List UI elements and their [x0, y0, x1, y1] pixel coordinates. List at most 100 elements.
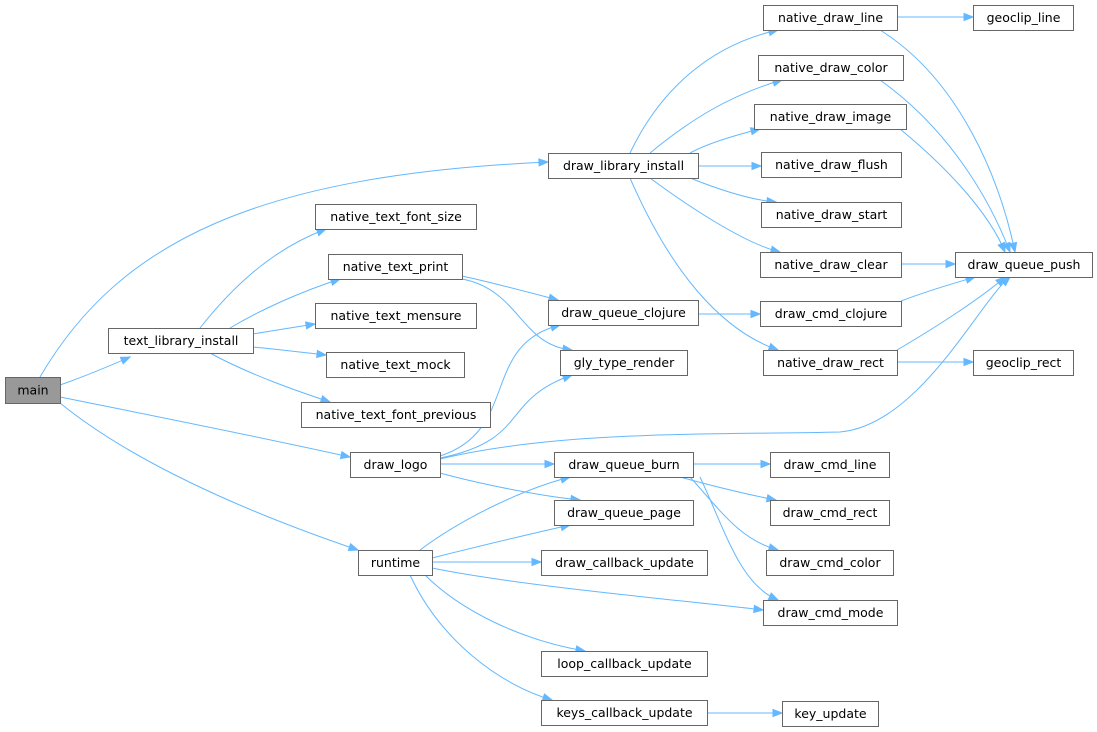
node-native_text_mensure[interactable]: native_text_mensure	[315, 303, 477, 329]
arrowhead-icon	[319, 394, 332, 404]
node-native_draw_image[interactable]: native_draw_image	[754, 104, 907, 130]
node-draw_logo[interactable]: draw_logo	[350, 452, 441, 478]
node-draw_queue_push[interactable]: draw_queue_push	[955, 252, 1093, 278]
node-label: runtime	[371, 555, 421, 570]
edge-line	[409, 574, 553, 701]
node-box	[108, 328, 254, 354]
node-main[interactable]: main	[5, 377, 61, 404]
node-draw_cmd_color[interactable]: draw_cmd_color	[766, 550, 894, 576]
node-loop_callback_update[interactable]: loop_callback_update	[541, 651, 708, 677]
node-native_draw_clear[interactable]: native_draw_clear	[760, 252, 902, 278]
edge-draw_queue_burn-to-draw_cmd_rect	[679, 476, 778, 503]
arrowhead-icon	[119, 356, 132, 365]
node-label: keys_callback_update	[556, 705, 692, 720]
node-label: main	[17, 383, 48, 398]
arrowhead-icon	[767, 592, 780, 601]
node-label: native_text_mock	[340, 357, 451, 372]
edge-keys_callback_update-to-key_update	[707, 708, 784, 718]
edge-line	[689, 177, 777, 203]
edge-text_library_install-to-native_text_mock	[252, 346, 328, 359]
node-label: draw_queue_burn	[568, 457, 679, 472]
node-native_draw_rect[interactable]: native_draw_rect	[763, 350, 898, 376]
arrowhead-icon	[963, 12, 975, 22]
edge-line	[899, 128, 1006, 253]
node-box	[973, 350, 1074, 376]
node-label: loop_callback_update	[557, 656, 692, 671]
node-native_text_font_size[interactable]: native_text_font_size	[315, 204, 477, 230]
node-label: native_draw_clear	[774, 257, 888, 272]
node-label: draw_library_install	[563, 158, 684, 173]
edge-draw_queue_burn-to-draw_cmd_mode	[699, 476, 780, 601]
node-label: draw_cmd_clojure	[775, 306, 888, 321]
node-label: draw_callback_update	[555, 555, 694, 570]
edge-text_library_install-to-native_text_font_previous	[209, 352, 332, 404]
edge-line	[199, 228, 327, 329]
node-draw_cmd_line[interactable]: draw_cmd_line	[770, 452, 890, 478]
edge-line	[59, 396, 351, 458]
node-native_text_print[interactable]: native_text_print	[328, 254, 463, 280]
node-native_draw_color[interactable]: native_draw_color	[758, 55, 904, 81]
node-label: key_update	[794, 706, 866, 721]
node-text_library_install[interactable]: text_library_install	[108, 328, 254, 354]
arrowhead-icon	[760, 459, 772, 469]
arrowhead-icon	[347, 542, 360, 551]
node-native_draw_start[interactable]: native_draw_start	[761, 202, 902, 228]
node-draw_cmd_mode[interactable]: draw_cmd_mode	[763, 600, 898, 626]
node-native_text_mock[interactable]: native_text_mock	[326, 352, 465, 378]
node-geoclip_line[interactable]: geoclip_line	[973, 5, 1074, 31]
edge-line	[419, 476, 571, 551]
edge-runtime-to-draw_cmd_mode	[431, 567, 765, 614]
node-draw_queue_page[interactable]: draw_queue_page	[554, 500, 694, 526]
edge-draw_queue_burn-to-draw_cmd_line	[692, 459, 772, 469]
edge-runtime-to-keys_callback_update	[409, 574, 554, 702]
node-native_draw_flush[interactable]: native_draw_flush	[761, 152, 902, 178]
edge-line	[879, 29, 1016, 253]
edge-line	[900, 276, 976, 302]
node-keys_callback_update[interactable]: keys_callback_update	[541, 700, 708, 726]
arrowhead-icon	[997, 241, 1006, 254]
arrowhead-icon	[772, 708, 784, 718]
edge-runtime-to-draw_queue_burn	[419, 475, 572, 551]
edge-native_text_print-to-draw_queue_clojure	[461, 275, 560, 302]
node-label: native_draw_line	[778, 10, 883, 25]
arrowhead-icon	[316, 349, 328, 359]
edge-text_library_install-to-native_text_font_size	[199, 228, 328, 329]
node-label: draw_cmd_line	[784, 457, 877, 472]
call-edges	[39, 12, 1018, 718]
node-label: draw_queue_push	[968, 257, 1081, 272]
edge-main-to-draw_logo	[59, 396, 352, 460]
edge-runtime-to-loop_callback_update	[424, 574, 587, 654]
edge-text_library_install-to-native_text_mensure	[252, 321, 317, 335]
node-draw_cmd_rect[interactable]: draw_cmd_rect	[770, 500, 890, 526]
node-draw_library_install[interactable]: draw_library_install	[548, 153, 699, 179]
node-draw_queue_burn[interactable]: draw_queue_burn	[554, 452, 694, 478]
node-key_update[interactable]: key_update	[782, 701, 879, 727]
edge-line	[699, 476, 779, 601]
node-box	[301, 402, 491, 428]
node-draw_cmd_clojure[interactable]: draw_cmd_clojure	[760, 301, 902, 327]
node-label: draw_queue_page	[567, 505, 681, 520]
node-label: geoclip_line	[987, 10, 1061, 25]
node-box	[554, 500, 694, 526]
node-box	[541, 651, 708, 677]
node-draw_callback_update[interactable]: draw_callback_update	[541, 550, 708, 576]
node-geoclip_rect[interactable]: geoclip_rect	[973, 350, 1074, 376]
node-gly_type_render[interactable]: gly_type_render	[560, 350, 688, 376]
node-box	[560, 350, 688, 376]
node-label: native_draw_color	[774, 60, 888, 75]
edge-line	[879, 79, 1011, 253]
node-native_draw_line[interactable]: native_draw_line	[763, 5, 898, 31]
edge-draw_cmd_clojure-to-draw_queue_push	[900, 275, 977, 302]
node-box	[548, 153, 699, 179]
node-label: native_draw_start	[776, 207, 888, 222]
node-box	[326, 352, 465, 378]
node-label: native_text_mensure	[331, 308, 462, 323]
node-box	[328, 254, 463, 280]
edge-main-to-draw_library_install	[39, 158, 550, 378]
arrowhead-icon	[544, 459, 556, 469]
node-native_text_font_previous[interactable]: native_text_font_previous	[301, 402, 491, 428]
node-runtime[interactable]: runtime	[358, 550, 433, 576]
node-draw_queue_clojure[interactable]: draw_queue_clojure	[548, 300, 699, 326]
arrowhead-icon	[945, 259, 957, 269]
node-box	[766, 550, 894, 576]
